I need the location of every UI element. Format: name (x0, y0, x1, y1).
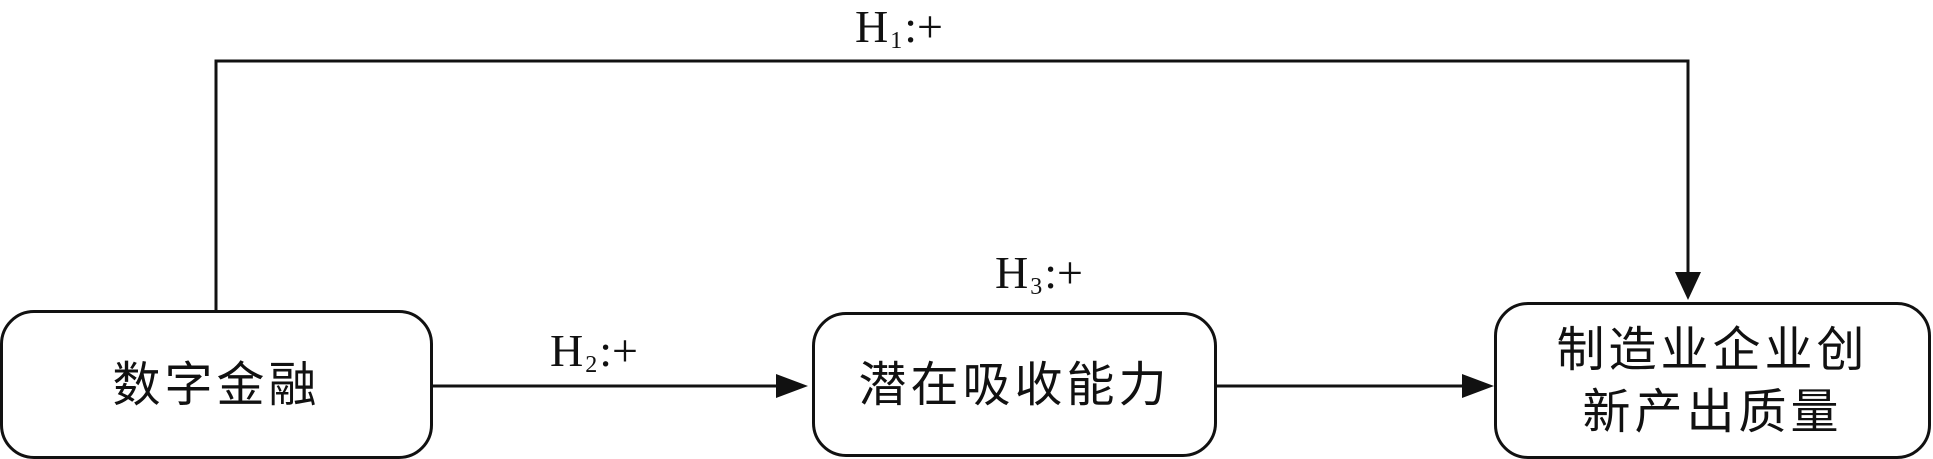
h2-arrowhead (776, 374, 808, 398)
node-innovation-quality-line2: 新产出质量 (1582, 383, 1843, 440)
h1-index: 1 (890, 28, 903, 54)
node-absorptive-capacity-label: 潜在吸收能力 (858, 356, 1171, 413)
h2-index: 2 (585, 352, 598, 378)
hypothesis-h1-label: H1:+ (855, 4, 943, 64)
h1-arrowhead (1675, 272, 1701, 300)
hypothesis-h3-label: H3:+ (995, 250, 1083, 310)
h1-path-line (214, 59, 1690, 312)
h3-letter: H (995, 247, 1029, 298)
node-innovation-quality-line1: 制造业企业创 (1556, 321, 1869, 378)
node-digital-finance-label: 数字金融 (112, 356, 321, 413)
h1-letter: H (855, 1, 889, 52)
h3-arrowhead (1462, 374, 1494, 398)
node-absorptive-capacity: 潜在吸收能力 (812, 312, 1217, 457)
h2-effect: :+ (599, 325, 638, 376)
h2-letter: H (550, 325, 584, 376)
hypothesis-h2-label: H2:+ (550, 328, 638, 388)
node-digital-finance: 数字金融 (0, 310, 433, 459)
h3-index: 3 (1030, 274, 1043, 300)
node-innovation-quality: 制造业企业创 新产出质量 (1494, 302, 1931, 459)
h3-effect: :+ (1044, 247, 1083, 298)
h1-effect: :+ (904, 1, 943, 52)
